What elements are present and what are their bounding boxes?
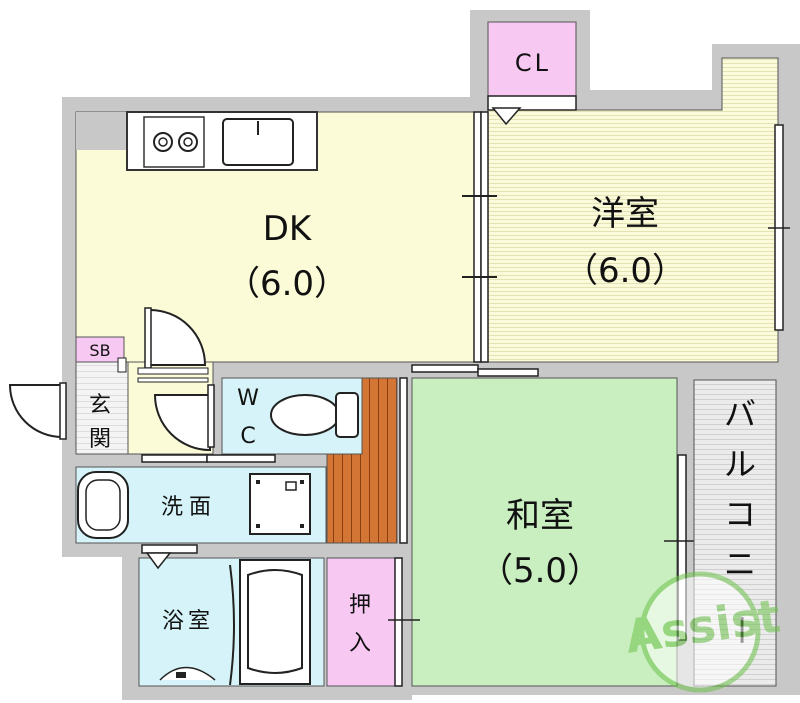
- wc-line2: C: [240, 424, 255, 449]
- sliding-door-washroom: [141, 454, 276, 463]
- toilet-icon: [270, 392, 359, 438]
- shoebox-label: SB: [89, 341, 110, 360]
- japanese-room: [411, 377, 678, 687]
- bathroom-label: 浴室: [162, 609, 214, 634]
- sliding-door-dk-western: [462, 111, 497, 363]
- sliding-door-japanese-top: [411, 364, 539, 377]
- window-western: [768, 124, 790, 331]
- entrance-line2: 関: [89, 427, 111, 452]
- svg-text:コ: コ: [724, 495, 756, 533]
- stove-icon: [153, 132, 198, 152]
- western-name: 洋室: [591, 194, 659, 234]
- sink-icon: [222, 118, 294, 166]
- wc-line1: W: [237, 386, 259, 411]
- entrance-door: [8, 382, 67, 440]
- washer-space-icon: [249, 473, 311, 535]
- svg-text:ル: ル: [724, 445, 756, 483]
- dk-name: DK: [263, 209, 313, 249]
- assist-logo: Assist: [622, 571, 784, 693]
- entrance: [75, 336, 129, 455]
- bathtub-icon: [239, 559, 311, 685]
- dk-size: （6.0）: [226, 264, 348, 304]
- svg-text:ニ: ニ: [724, 545, 756, 583]
- sliding-door-japanese-left: [399, 377, 408, 544]
- kitchen-counter: [126, 111, 318, 171]
- japanese-name: 和室: [506, 496, 574, 536]
- washroom: [75, 466, 327, 544]
- oshiire-line1: 押: [349, 593, 371, 618]
- bathroom: [138, 544, 325, 687]
- oshiire: [326, 557, 420, 687]
- washroom-label: 洗面: [161, 495, 217, 520]
- wc-room: [221, 377, 363, 455]
- western-size: （6.0）: [564, 251, 686, 291]
- japanese-size: （5.0）: [479, 551, 601, 591]
- svg-text:バ: バ: [724, 395, 756, 433]
- closet: [487, 21, 577, 126]
- hall-door-2: [153, 384, 215, 452]
- washbasin-icon: [77, 471, 129, 539]
- oshiire-line2: 入: [349, 631, 371, 656]
- entrance-line1: 玄: [89, 393, 111, 418]
- closet-label: CL: [515, 49, 551, 77]
- hall-door-1: [144, 307, 207, 369]
- hall-panels: [117, 357, 209, 383]
